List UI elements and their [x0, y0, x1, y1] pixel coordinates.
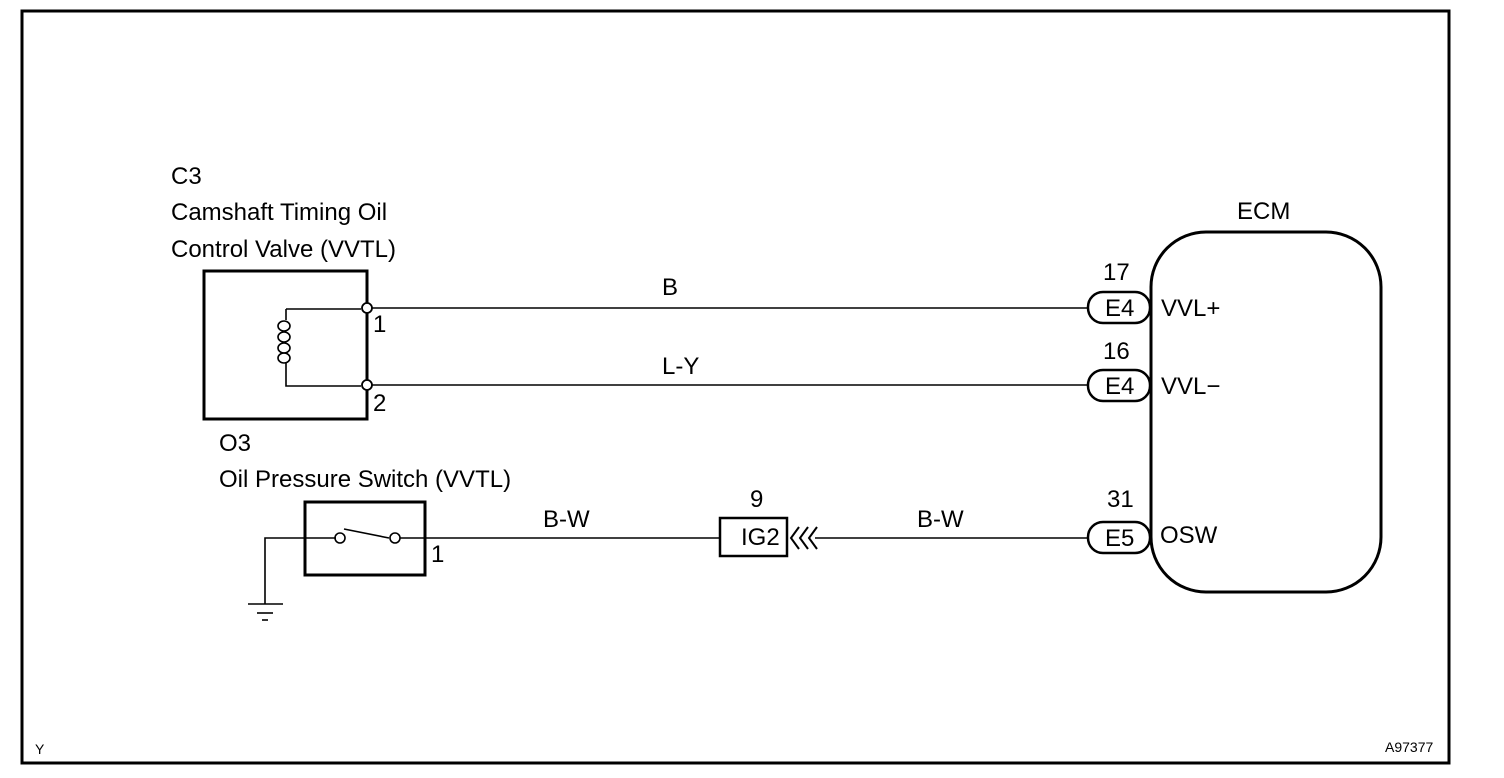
- ecm-signal-osw: OSW: [1160, 522, 1218, 549]
- o3-code: O3: [219, 430, 251, 457]
- switch-icon: [334, 528, 401, 544]
- ecm-box: [1149, 230, 1383, 594]
- ecm-signal-vvl-plus: VVL+: [1161, 295, 1220, 322]
- figure-id: A97377: [1385, 739, 1433, 755]
- c3-name-line2: Control Valve (VVTL): [171, 236, 396, 263]
- ground-icon: [248, 537, 336, 621]
- connector-chevron-icon: [789, 526, 818, 550]
- junction-connector-box: [718, 516, 789, 558]
- ecm-signal-vvl-minus: VVL−: [1161, 373, 1220, 400]
- ecm-pin-number-31: 31: [1107, 486, 1134, 513]
- wire-color-l-y: L-Y: [662, 353, 699, 380]
- junction-pin-number: 9: [750, 486, 763, 513]
- o3-pin1-number: 1: [431, 541, 444, 568]
- ecm-pin-number-16: 16: [1103, 338, 1130, 365]
- c3-pin2-number: 2: [373, 390, 386, 417]
- ecm-connector-e5: [1086, 520, 1152, 555]
- ecm-connector-e4-b: [1086, 368, 1152, 403]
- ecm-connector-label-e4-b: E4: [1105, 373, 1134, 400]
- c3-pin1-number: 1: [373, 311, 386, 338]
- ecm-title: ECM: [1237, 198, 1290, 225]
- coil-icon: [277, 308, 361, 387]
- ecm-connector-e4-a: [1086, 290, 1152, 325]
- wire-color-b-w-left: B-W: [543, 506, 590, 533]
- c3-pin1-terminal: [361, 302, 373, 314]
- c3-valve-box: [202, 269, 369, 421]
- ecm-pin-number-17: 17: [1103, 259, 1130, 286]
- wire-color-b: B: [662, 274, 678, 301]
- c3-code: C3: [171, 163, 202, 190]
- wire-color-b-w-right: B-W: [917, 506, 964, 533]
- corner-label-y: Y: [35, 741, 45, 757]
- c3-pin2-terminal: [361, 379, 373, 391]
- ecm-connector-label-e4-a: E4: [1105, 295, 1134, 322]
- c3-name-line1: Camshaft Timing Oil: [171, 199, 387, 226]
- ecm-connector-label-e5: E5: [1105, 525, 1134, 552]
- diagram-frame: [20, 9, 1451, 765]
- o3-name: Oil Pressure Switch (VVTL): [219, 466, 511, 493]
- junction-label: IG2: [741, 524, 780, 551]
